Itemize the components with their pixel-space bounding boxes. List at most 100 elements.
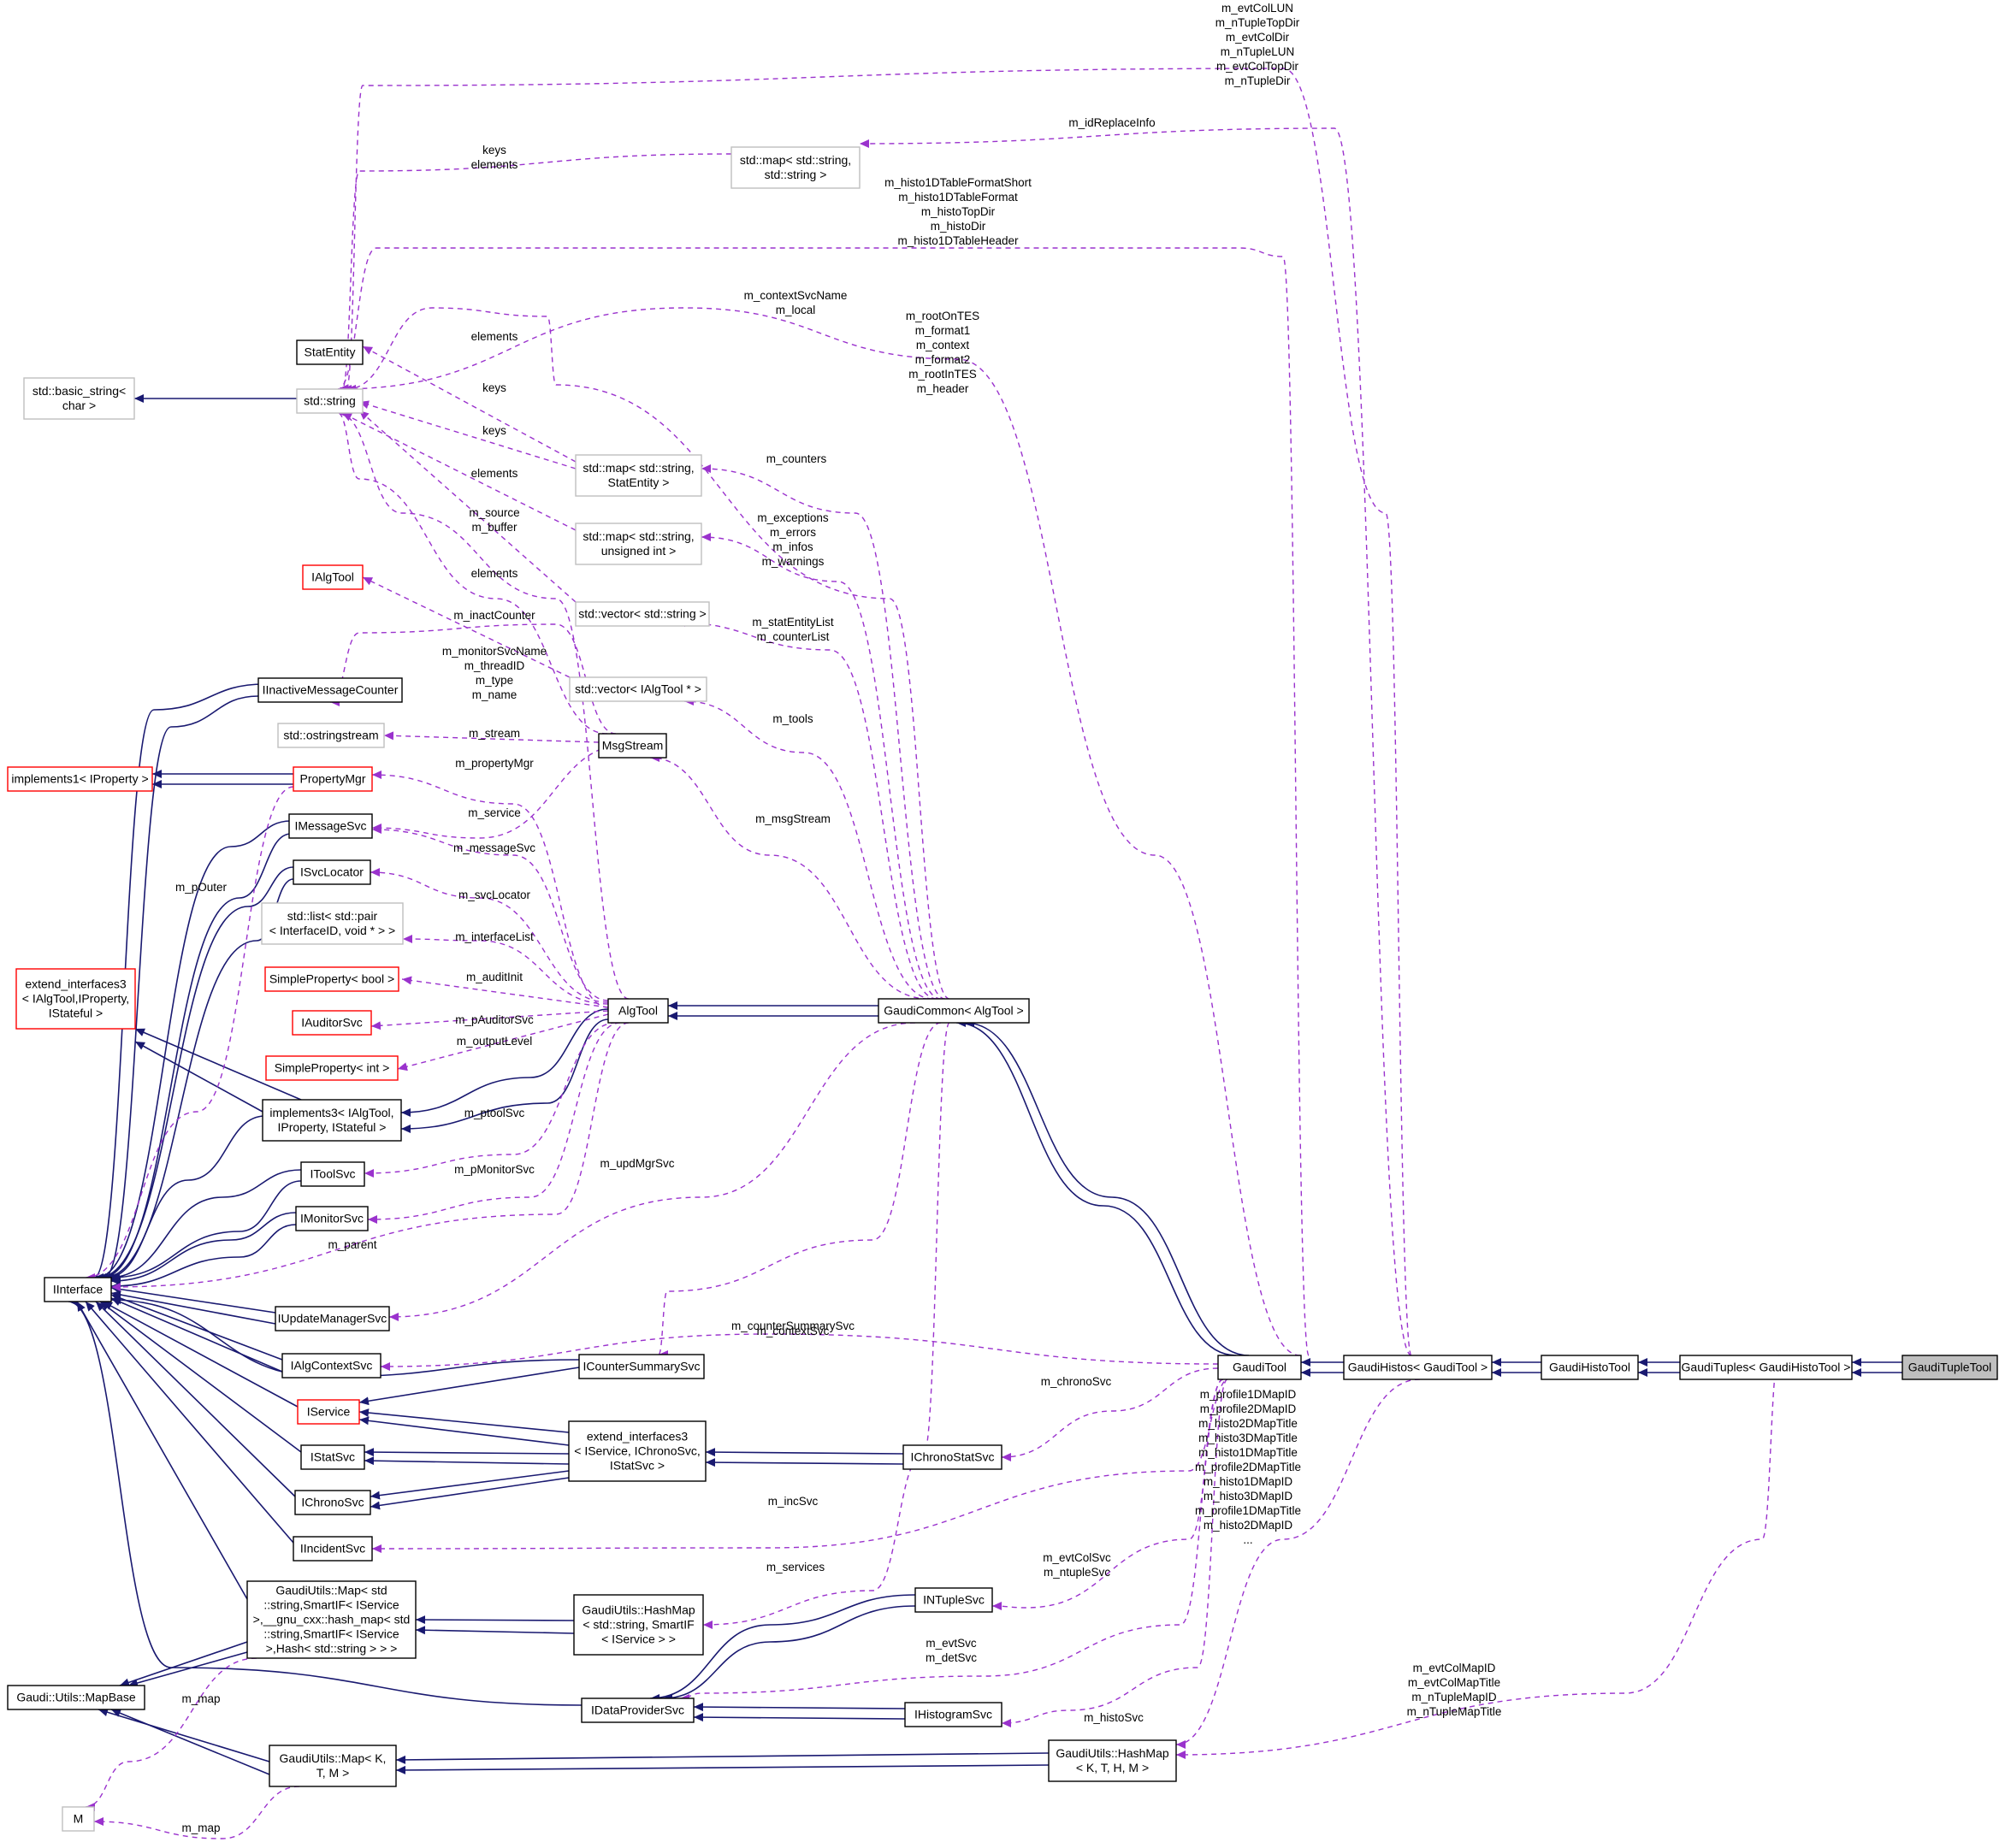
class-node-extend3svc[interactable]: extend_interfaces3< IService, IChronoSvc… xyxy=(568,1420,707,1482)
class-node-gaudihistos[interactable]: GaudiHistos< GaudiTool > xyxy=(1343,1355,1493,1380)
usage-edge xyxy=(358,400,577,469)
usage-edge xyxy=(1175,1379,1421,1749)
class-node-extend3tool[interactable]: extend_interfaces3< IAlgTool,IProperty,I… xyxy=(15,968,136,1030)
edge-label-line: m_type xyxy=(476,674,513,687)
class-node-mapstruint[interactable]: std::map< std::string,unsigned int > xyxy=(575,523,702,565)
class-node-imonitorsvc[interactable]: IMonitorSvc xyxy=(295,1206,369,1231)
class-node-guhashsvc[interactable]: GaudiUtils::HashMap< std::string, SmartI… xyxy=(573,1594,704,1656)
class-node-ichronosvc[interactable]: IChronoSvc xyxy=(294,1490,371,1515)
class-node-label: char > xyxy=(62,399,96,412)
class-node-statentity[interactable]: StatEntity xyxy=(296,339,364,365)
class-node-label: std::map< std::string, xyxy=(740,153,851,167)
inheritance-edge xyxy=(955,1018,1237,1356)
edge-label: m_evtColMapIDm_evtColMapTitlem_nTupleMap… xyxy=(1407,1662,1502,1718)
usage-edge xyxy=(371,825,609,1001)
class-node-msgstream[interactable]: MsgStream xyxy=(598,733,667,759)
inheritance-edge xyxy=(358,1416,570,1446)
edge-label-line: m_context xyxy=(916,339,970,351)
class-node-label: extend_interfaces3 xyxy=(587,1430,689,1444)
inheritance-edge xyxy=(127,1651,248,1687)
usage-edge xyxy=(358,410,577,603)
class-node-istatsvc[interactable]: IStatSvc xyxy=(300,1444,365,1470)
usage-edge xyxy=(370,1010,609,1030)
class-node-imessagesvc[interactable]: IMessageSvc xyxy=(288,813,373,839)
inheritance-edge xyxy=(110,1297,283,1373)
class-node-itoolsvc[interactable]: IToolSvc xyxy=(300,1161,365,1187)
edge-label-line: elements xyxy=(471,567,518,580)
class-node-simplepropint[interactable]: SimpleProperty< int > xyxy=(265,1055,399,1081)
class-node-mapstrstr[interactable]: std::map< std::string,std::string > xyxy=(730,146,861,189)
class-node-gaudihistotool[interactable]: GaudiHistoTool xyxy=(1541,1355,1639,1380)
edge-label: m_outputLevel xyxy=(457,1035,533,1048)
inheritance-edge xyxy=(98,866,294,1282)
class-node-label: SimpleProperty< bool > xyxy=(269,972,394,986)
class-node-label: IIncidentSvc xyxy=(300,1542,365,1556)
class-node-ostringstream[interactable]: std::ostringstream xyxy=(277,723,385,748)
edge-label-line: m_nTupleMapID xyxy=(1411,1691,1497,1703)
class-node-gumapktm[interactable]: GaudiUtils::Map< K,T, M > xyxy=(269,1745,397,1787)
usage-edge xyxy=(397,1013,609,1072)
class-node-label: GaudiUtils::Map< K, xyxy=(280,1751,387,1765)
inheritance-edge xyxy=(395,1752,1050,1764)
class-node-stdstring[interactable]: std::string xyxy=(296,388,364,414)
class-node-idataprovider[interactable]: IDataProviderSvc xyxy=(581,1697,695,1723)
inheritance-edge xyxy=(110,1284,276,1314)
class-node-m[interactable]: M xyxy=(62,1806,95,1832)
class-node-box xyxy=(277,723,385,748)
inheritance-edge xyxy=(99,1301,302,1453)
class-node-gaudituples[interactable]: GaudiTuples< GaudiHistoTool > xyxy=(1679,1355,1853,1380)
class-node-ihistogramsvc[interactable]: IHistogramSvc xyxy=(904,1702,1002,1727)
class-node-label: GaudiUtils::HashMap xyxy=(1056,1746,1168,1760)
class-node-mapstrstat[interactable]: std::map< std::string,StatEntity > xyxy=(575,454,702,497)
class-node-iinterface[interactable]: IInterface xyxy=(44,1277,112,1302)
class-node-icountersummary[interactable]: ICounterSummarySvc xyxy=(578,1354,705,1379)
class-node-iinactive[interactable]: IInactiveMessageCounter xyxy=(257,677,403,703)
class-node-gaudicommon[interactable]: GaudiCommon< AlgTool > xyxy=(878,998,1030,1024)
class-node-simplepropbool[interactable]: SimpleProperty< bool > xyxy=(264,966,399,992)
class-node-propertymgr[interactable]: PropertyMgr xyxy=(293,766,373,792)
class-node-iupdatemgr[interactable]: IUpdateManagerSvc xyxy=(275,1306,390,1331)
class-node-isvclocator[interactable]: ISvcLocator xyxy=(293,859,371,885)
class-node-basicstring[interactable]: std::basic_string<char > xyxy=(23,377,135,420)
class-node-implements3[interactable]: implements3< IAlgTool,IProperty, IStatef… xyxy=(262,1099,402,1142)
class-node-box xyxy=(1343,1355,1493,1380)
class-node-ialgcontextsvc[interactable]: IAlgContextSvc xyxy=(281,1353,381,1379)
class-node-box xyxy=(607,998,669,1024)
class-node-iauditorsvc[interactable]: IAuditorSvc xyxy=(292,1010,372,1036)
class-node-ialgtool[interactable]: IAlgTool xyxy=(302,564,364,590)
class-node-iservice[interactable]: IService xyxy=(297,1399,360,1425)
inheritance-edge xyxy=(110,1290,276,1325)
edge-label-line: m_counterSummarySvc xyxy=(731,1320,855,1332)
class-node-label: std::ostringstream xyxy=(283,729,378,742)
class-node-listpair[interactable]: std::list< std::pair< InterfaceID, void … xyxy=(261,902,404,945)
class-node-implements1[interactable]: implements1< IProperty > xyxy=(7,766,153,792)
usage-edge xyxy=(337,247,1310,1356)
class-node-label: < InterfaceID, void * > > xyxy=(269,924,395,937)
class-node-vecstring[interactable]: std::vector< std::string > xyxy=(575,601,710,627)
edge-label: m_pMonitorSvc xyxy=(454,1163,535,1176)
class-node-iincidentsvc[interactable]: IIncidentSvc xyxy=(293,1536,373,1562)
class-node-gauditool[interactable]: GaudiTool xyxy=(1217,1355,1302,1380)
class-node-algtool[interactable]: AlgTool xyxy=(607,998,669,1024)
inheritance-edge xyxy=(101,833,292,1282)
class-node-intuplesvc[interactable]: INTupleSvc xyxy=(914,1587,993,1613)
edge-label-line: m_histoTopDir xyxy=(921,205,996,218)
class-node-gauditupletool[interactable]: GaudiTupleTool xyxy=(1901,1355,1998,1380)
class-node-box xyxy=(581,1697,695,1723)
class-node-box xyxy=(265,1055,399,1081)
class-node-box xyxy=(62,1806,95,1832)
class-node-guhashkthm[interactable]: GaudiUtils::HashMap< K, T, H, M > xyxy=(1048,1739,1177,1782)
class-node-box xyxy=(573,1594,704,1656)
class-node-mapbase[interactable]: Gaudi::Utils::MapBase xyxy=(7,1685,145,1710)
edge-label-line: m_svcLocator xyxy=(458,889,531,901)
inheritance-edge xyxy=(119,1641,248,1687)
class-node-gumapbig[interactable]: GaudiUtils::Map< std::string,SmartIF< IS… xyxy=(246,1580,417,1659)
class-node-vectool[interactable]: std::vector< IAlgTool * > xyxy=(569,676,707,702)
edge-label: m_stream xyxy=(469,727,520,740)
class-node-box xyxy=(1048,1739,1177,1782)
edge-label-line: m_nTupleTopDir xyxy=(1215,16,1300,29)
class-node-ichronostatsvc[interactable]: IChronoStatSvc xyxy=(902,1444,1002,1470)
